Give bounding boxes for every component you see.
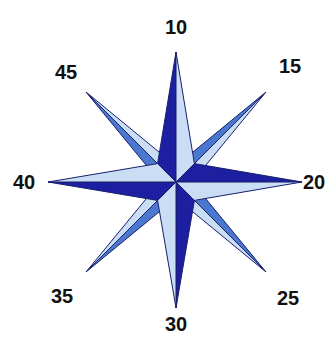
direction-number: 15 [279,56,301,76]
direction-number: 20 [303,172,325,192]
rose-point [48,164,176,182]
direction-number: 10 [165,17,187,37]
direction-number: 25 [277,288,299,308]
direction-number: 30 [165,314,187,334]
rose-point [158,182,176,308]
rose-point [48,182,176,200]
rose-point [176,52,194,182]
rose-point [158,52,176,182]
rose-point [176,182,302,200]
rose-point [176,164,302,182]
direction-number: 40 [13,172,35,192]
direction-number: 35 [51,286,73,306]
direction-number: 45 [55,62,77,82]
rose-point [176,182,194,308]
